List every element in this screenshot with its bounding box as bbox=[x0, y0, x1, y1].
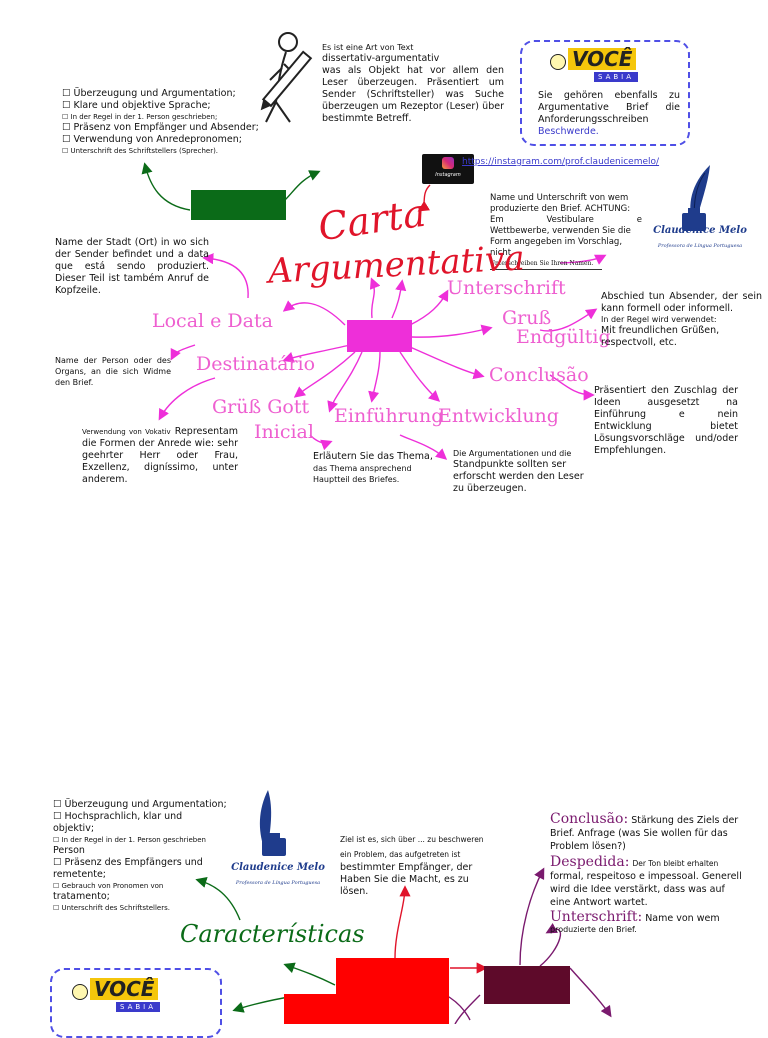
highlight-word: Beschwerde. bbox=[538, 126, 599, 137]
node-local-e-data: Local e Data bbox=[152, 310, 273, 332]
definition-line1: Es ist eine Art von Text bbox=[322, 43, 414, 52]
logo-sub: SABIA bbox=[116, 1002, 161, 1012]
list-item: Person bbox=[53, 845, 85, 856]
did-you-know-box: VOCÊ SABIA Sie gehören ebenfalls zu Argu… bbox=[520, 40, 690, 146]
instagram-badge[interactable]: Instagram bbox=[422, 154, 474, 184]
logo-main: VOCÊ bbox=[568, 48, 637, 70]
logo-main: VOCÊ bbox=[90, 978, 159, 1000]
definition-text: Es ist eine Art von Text dissertativ-arg… bbox=[322, 43, 504, 125]
list-item: ☐ Hochsprachlich, klar und bbox=[53, 811, 183, 822]
label-conclusao: Conclusão: bbox=[550, 811, 629, 827]
text-vocativo: Verwendung von Vokativ Representam die F… bbox=[82, 426, 238, 485]
text-entwicklung: Die Argumentationen und die Standpunkte … bbox=[453, 449, 584, 494]
label-despedida: Despedida: bbox=[550, 854, 630, 870]
bottom-dark-box bbox=[484, 966, 570, 1004]
bottom-characteristics-list: ☐ Überzeugung und Argumentation; ☐ Hochs… bbox=[53, 799, 227, 913]
node-conclusao: Conclusão bbox=[489, 364, 589, 386]
list-item: ☐ Überzeugung und Argumentation; bbox=[53, 799, 227, 810]
brand-name: Claudenice Melo bbox=[653, 225, 747, 236]
signature-info: Name und Unterschrift von wem produziert… bbox=[490, 193, 642, 270]
text-conclusao: Präsentiert den Zuschlag der Ideen ausge… bbox=[594, 385, 738, 456]
node-gruss: Gruß bbox=[502, 307, 552, 329]
list-item: ☐ Präsenz des Empfängers und bbox=[53, 857, 203, 868]
writer-figure-icon bbox=[260, 32, 313, 123]
node-gruss-gott: Grüß Gott bbox=[212, 396, 310, 418]
list-item: ☐ Klare und objektive Sprache; bbox=[62, 100, 211, 111]
text-abschied: Abschied tun Absender, der sein kann for… bbox=[601, 291, 762, 348]
brand-sub: Professora de Língua Portuguesa bbox=[235, 880, 321, 886]
node-destinatario: Destinatário bbox=[196, 353, 316, 375]
lightbulb-icon bbox=[72, 984, 88, 1000]
node-unterschrift: Unterschrift bbox=[447, 277, 566, 299]
caracteristicas-title: Características bbox=[180, 920, 365, 948]
bottom-summary: Conclusão: Stärkung des Ziels der Brief.… bbox=[550, 811, 742, 934]
center-node-box bbox=[347, 320, 412, 352]
definition-rest: was als Objekt hat vor allem den Leser ü… bbox=[322, 65, 504, 124]
brand-logo-bottom: Claudenice Melo Professora de Língua Por… bbox=[228, 790, 328, 895]
list-item: remetente; bbox=[53, 869, 107, 880]
node-einfuhrung: Einführung bbox=[334, 405, 444, 427]
list-item: ☐ Präsenz von Empfänger und Absender; bbox=[62, 122, 259, 133]
quill-ink-icon bbox=[682, 165, 710, 231]
instagram-link[interactable]: https://instagram.com/prof.claudenicemel… bbox=[462, 157, 660, 167]
quill-ink-icon bbox=[259, 790, 286, 856]
instagram-icon bbox=[442, 157, 454, 169]
did-you-know-text: Sie gehören ebenfalls zu Argumentative B… bbox=[538, 90, 680, 137]
list-item: ☐ In der Regel in der 1. Person geschrie… bbox=[62, 113, 218, 121]
bottom-red-box-lower bbox=[284, 994, 436, 1024]
list-item: ☐ Verwendung von Anredepronomen; bbox=[62, 134, 242, 145]
node-endgultig: Endgültig bbox=[516, 326, 611, 348]
bottom-goal-text: Ziel ist es, sich über ... zu beschweren… bbox=[340, 835, 484, 897]
instagram-label: Instagram bbox=[435, 172, 461, 178]
list-item: objektiv; bbox=[53, 823, 95, 834]
brand-name: Claudenice Melo bbox=[231, 862, 325, 873]
list-item: ☐ In der Regel in der 1. Person geschrie… bbox=[53, 836, 206, 844]
text-einfuhrung: Erläutern Sie das Thema, das Thema anspr… bbox=[313, 451, 433, 484]
brand-sub: Professora de Língua Portuguesa bbox=[657, 243, 743, 249]
brand-logo: Claudenice Melo Professora de Língua Por… bbox=[650, 165, 750, 270]
characteristics-node-box bbox=[191, 190, 286, 220]
list-item: ☐ Unterschrift des Schriftstellers (Spre… bbox=[62, 147, 219, 155]
node-inicial: Inicial bbox=[254, 421, 314, 443]
list-item: tratamento; bbox=[53, 891, 110, 902]
lightbulb-icon bbox=[550, 54, 566, 70]
did-you-know-logo: VOCÊ SABIA bbox=[546, 48, 666, 84]
did-you-know-logo: VOCÊ SABIA bbox=[68, 978, 198, 1014]
label-unterschrift: Unterschrift: bbox=[550, 909, 643, 925]
did-you-know-box-bottom: VOCÊ SABIA bbox=[50, 968, 222, 1038]
node-entwicklung: Entwicklung bbox=[438, 405, 559, 427]
text-destinatario: Name der Person oder des Organs, an die … bbox=[55, 356, 171, 387]
list-item: ☐ Gebrauch von Pronomen von bbox=[53, 882, 164, 890]
text-local: Name der Stadt (Ort) in wo sich der Send… bbox=[55, 237, 209, 296]
logo-sub: SABIA bbox=[594, 72, 639, 82]
definition-line2: dissertativ-argumentativ bbox=[322, 53, 440, 64]
characteristics-list: ☐ Überzeugung und Argumentation; ☐ Klare… bbox=[62, 88, 272, 156]
list-item: ☐ Unterschrift des Schriftstellers. bbox=[53, 904, 170, 912]
list-item: ☐ Überzeugung und Argumentation; bbox=[62, 88, 236, 99]
